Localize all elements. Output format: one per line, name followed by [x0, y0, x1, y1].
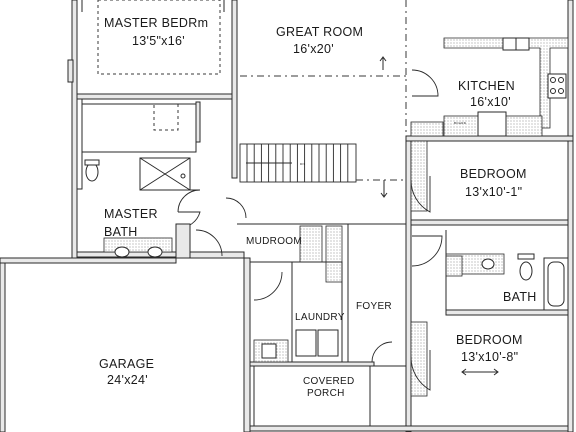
bedroom-2-size: 13'x10'-8"	[461, 350, 518, 364]
master-bath-name-line2: BATH	[104, 225, 138, 239]
laundry-name: LAUNDRY	[295, 312, 345, 323]
sink-icon	[147, 246, 163, 258]
utility-sink-icon	[261, 343, 277, 359]
range-icon	[547, 73, 567, 99]
stairs: DN	[239, 143, 406, 198]
master-bath-name-line1: MASTER	[104, 207, 158, 221]
great-room-name: GREAT ROOM	[276, 25, 363, 39]
interior-walls	[237, 223, 406, 367]
toilet-icon	[85, 162, 99, 182]
garage: GARAGE 24'x24'	[99, 357, 154, 387]
bedroom-2-name: BEDROOM	[456, 333, 523, 347]
bath-name: BATH	[503, 290, 537, 304]
kitchen: BOARD KITCHEN 16'x10'	[410, 37, 569, 137]
stair-label: DN	[300, 162, 305, 166]
toilet-icon	[519, 261, 533, 281]
master-bedroom-name: MASTER BEDRm	[104, 16, 208, 30]
master-bedroom-size: 13'5"x16'	[132, 34, 185, 48]
bath: BATH	[411, 230, 569, 311]
garage-size: 24'x24'	[107, 373, 148, 387]
mudroom-name: MUDROOM	[246, 236, 302, 247]
mudroom: MUDROOM	[175, 197, 343, 283]
washer-icon	[295, 329, 317, 357]
bedroom-1: BEDROOM 13'x10'-1"	[410, 140, 527, 213]
dryer-icon	[317, 329, 339, 357]
bedroom-1-size: 13'x10'-1"	[465, 185, 522, 199]
kitchen-note: BOARD	[454, 121, 467, 125]
master-bath: MASTER BATH	[81, 103, 201, 258]
laundry: LAUNDRY	[253, 261, 345, 363]
sink-icon	[481, 258, 495, 270]
foyer-name: FOYER	[356, 301, 392, 312]
covered-porch: COVERED PORCH	[253, 365, 371, 427]
covered-porch-name-line2: PORCH	[307, 388, 345, 399]
great-room: GREAT ROOM 16'x20'	[240, 0, 407, 136]
kitchen-size: 16'x10'	[470, 95, 511, 109]
sink-icon	[114, 246, 130, 258]
bedroom-2: BEDROOM 13'x10'-8"	[410, 321, 523, 397]
great-room-size: 16'x20'	[293, 42, 334, 56]
bedroom-1-name: BEDROOM	[460, 167, 527, 181]
foyer: FOYER	[347, 224, 393, 363]
kitchen-name: KITCHEN	[458, 79, 515, 93]
garage-name: GARAGE	[99, 357, 154, 371]
covered-porch-name-line1: COVERED	[303, 376, 355, 387]
